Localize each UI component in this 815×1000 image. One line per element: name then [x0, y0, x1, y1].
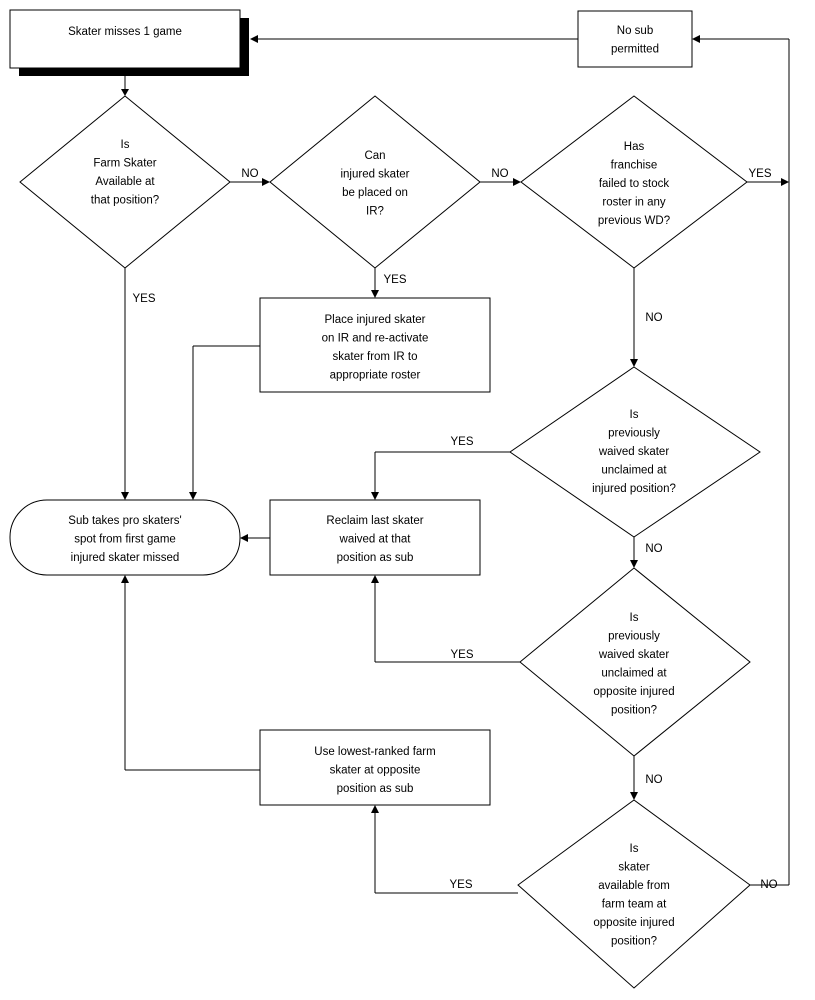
- decision-farm-opposite: [517, 799, 751, 989]
- node-text-line: injured position?: [592, 483, 676, 495]
- node-text-line: Can: [364, 150, 385, 162]
- node-text-line: skater from IR to: [333, 351, 418, 363]
- label-no-farm: NO: [241, 168, 258, 180]
- node-text-line: Skater misses 1 game: [68, 26, 182, 38]
- node-text-line: skater at opposite: [330, 765, 421, 777]
- decision-waived-injured-text: Is previously waived skater unclaimed at inj…: [592, 409, 676, 495]
- node-text-line: opposite injured: [593, 686, 674, 698]
- no-sub-node-text: No sub permitted: [611, 25, 659, 56]
- node-text-line: position?: [611, 936, 657, 948]
- node-text-line: injured skater missed: [71, 552, 180, 564]
- label-yes-farm: YES: [132, 293, 155, 305]
- label-no-waived-opposite: NO: [645, 774, 662, 786]
- decision-franchise-failed-text: Has franchise failed to stock roster in any…: [598, 141, 670, 227]
- node-text-line: that position?: [91, 195, 159, 207]
- node-text-line: Is: [630, 409, 639, 421]
- node-text-line: spot from first game: [74, 534, 176, 546]
- node-text-line: previously: [608, 631, 660, 643]
- label-yes-waived-injured: YES: [450, 436, 473, 448]
- node-text-line: opposite injured: [593, 917, 674, 929]
- label-no-waived-injured: NO: [645, 543, 662, 555]
- node-text-line: waived at that: [339, 534, 412, 546]
- node-text-line: roster in any: [602, 197, 666, 209]
- node-text-line: Reclaim last skater: [326, 515, 423, 527]
- node-text-line: position as sub: [337, 552, 414, 564]
- node-text-line: franchise: [611, 160, 658, 172]
- reclaim-node-text: Reclaim last skater waived at that positio…: [326, 515, 423, 564]
- node-text-line: previous WD?: [598, 215, 670, 227]
- node-text-line: Has: [624, 141, 645, 153]
- no-sub-node: [577, 10, 693, 68]
- node-text-line: appropriate roster: [330, 370, 421, 382]
- decision-can-ir: [269, 95, 481, 269]
- node-text-line: skater: [618, 862, 649, 874]
- node-text-line: unclaimed at: [601, 668, 667, 680]
- node-text-line: be placed on: [342, 187, 408, 199]
- node-text-line: Is: [630, 843, 639, 855]
- start-node: [9, 9, 241, 69]
- label-yes-franchise: YES: [748, 168, 771, 180]
- label-yes-waived-opposite: YES: [450, 649, 473, 661]
- node-text-line: available from: [598, 880, 670, 892]
- node-text-line: IR?: [366, 206, 384, 218]
- node-text-line: injured skater: [340, 169, 409, 181]
- place-ir-node: [259, 297, 491, 393]
- node-text-line: farm team at: [602, 899, 667, 911]
- node-text-line: waived skater: [598, 649, 669, 661]
- label-no-ir: NO: [491, 168, 508, 180]
- label-no-farm-opposite: NO: [760, 879, 777, 891]
- decision-waived-opposite-text: Is previously waived skater unclaimed at opp…: [593, 612, 674, 717]
- node-text-line: position as sub: [337, 783, 414, 795]
- node-text-line: Farm Skater: [93, 158, 156, 170]
- node-text-line: Available at: [95, 176, 155, 188]
- label-no-franchise: NO: [645, 312, 662, 324]
- decision-farm-opposite-text: Is skater available from farm team at opposi…: [593, 843, 674, 948]
- label-yes-ir: YES: [383, 274, 406, 286]
- node-text-line: Sub takes pro skaters': [68, 515, 181, 527]
- decision-can-ir-text: Can injured skater be placed on IR?: [340, 150, 409, 218]
- sub-takes-node-text: Sub takes pro skaters' spot from first ga…: [68, 515, 181, 564]
- node-text-line: position?: [611, 705, 657, 717]
- node-text-line: failed to stock: [599, 178, 670, 190]
- connectors: [121, 35, 790, 894]
- node-text-line: Use lowest-ranked farm: [314, 746, 435, 758]
- node-text-line: Place injured skater: [325, 314, 426, 326]
- node-text-line: previously: [608, 428, 660, 440]
- decision-waived-opposite: [519, 567, 751, 757]
- node-text-line: permitted: [611, 44, 659, 56]
- node-text-line: No sub: [617, 25, 653, 37]
- lowest-ranked-node-text: Use lowest-ranked farm skater at opposite…: [314, 746, 435, 795]
- node-text-line: Is: [630, 612, 639, 624]
- node-text-line: waived skater: [598, 446, 669, 458]
- node-text-line: Is: [121, 139, 130, 151]
- place-ir-node-text: Place injured skater on IR and re-activat…: [322, 314, 429, 382]
- node-text-line: unclaimed at: [601, 465, 667, 477]
- label-yes-farm-opposite: YES: [449, 879, 472, 891]
- start-node-text: Skater misses 1 game: [68, 26, 182, 38]
- node-text-line: on IR and re-activate: [322, 333, 429, 345]
